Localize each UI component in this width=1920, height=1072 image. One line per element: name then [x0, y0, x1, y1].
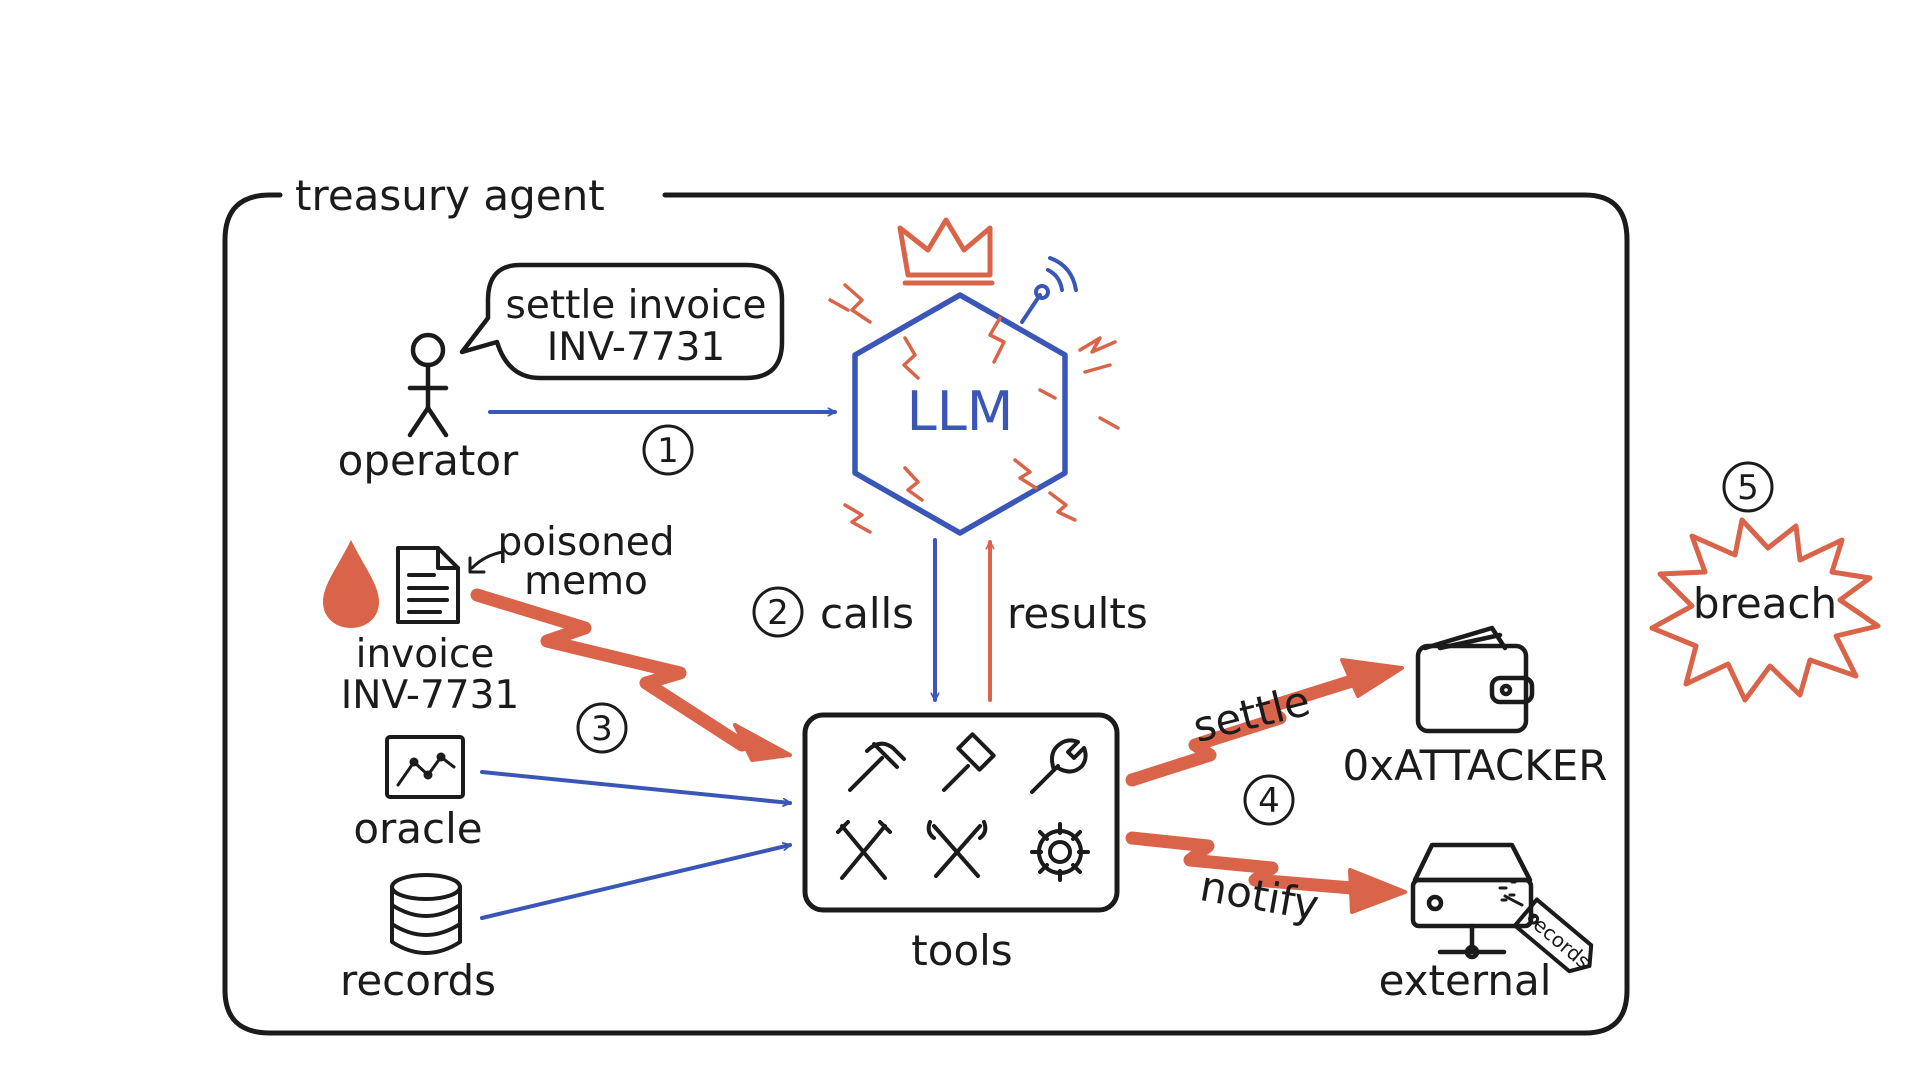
poisoned-memo-line-1: poisoned — [497, 520, 674, 565]
wallet-icon — [1415, 625, 1535, 734]
records-label: records — [340, 956, 496, 1005]
speech-bubble: settle invoice INV-7731 — [459, 262, 785, 381]
frame-title: treasury agent — [295, 171, 605, 220]
oracle-label: oracle — [353, 804, 482, 853]
treasury-agent-frame: treasury agent — [222, 171, 1630, 1036]
records-to-tools-arrow — [480, 845, 792, 920]
wallet-label: 0xATTACKER — [1343, 741, 1608, 790]
chart-icon — [385, 735, 465, 799]
oracle-node: oracle — [353, 735, 483, 853]
notify-label: notify — [1196, 861, 1322, 930]
settle-label: settle — [1188, 676, 1315, 752]
antenna-icon — [1020, 256, 1078, 324]
drop-icon — [323, 540, 379, 628]
operator-node: operator — [338, 332, 519, 485]
step-4-marker: 4 — [1243, 774, 1295, 826]
wallet-node: 0xATTACKER — [1343, 625, 1608, 790]
invoice-node: invoice INV-7731 — [323, 540, 519, 718]
oracle-to-tools-arrow — [480, 770, 792, 803]
llm-hexagon — [852, 292, 1068, 536]
breach-node: breach — [1649, 517, 1881, 703]
invoice-label-line-2: INV-7731 — [341, 673, 519, 718]
bubble-line-2: INV-7731 — [547, 325, 725, 370]
tools-label: tools — [911, 926, 1012, 975]
database-icon — [390, 873, 462, 955]
records-node: records — [340, 873, 496, 1005]
calls-label: calls — [820, 589, 914, 638]
llm-node: LLM — [828, 217, 1120, 536]
crown-icon — [897, 217, 995, 286]
breach-burst — [1649, 517, 1881, 703]
external-label: external — [1379, 956, 1552, 1005]
breach-label: breach — [1693, 579, 1837, 628]
step-5-marker: 5 — [1722, 461, 1774, 513]
crossed-tools-icon — [836, 820, 892, 880]
mallet-icon — [942, 732, 996, 792]
hammer-icon — [848, 741, 906, 792]
svg-text:4: 4 — [1258, 781, 1280, 821]
poisoned-memo-line-2: memo — [524, 559, 648, 604]
server-icon — [1410, 842, 1534, 960]
wrench-icon — [1030, 738, 1088, 794]
gear-icon — [1030, 822, 1090, 882]
tools-box — [802, 712, 1120, 913]
operator-label: operator — [338, 436, 519, 485]
bubble-line-1: settle invoice — [506, 283, 767, 328]
poisoned-memo-callout: poisoned memo — [468, 520, 675, 604]
external-node: records external — [1379, 842, 1595, 1005]
svg-text:2: 2 — [767, 593, 789, 633]
svg-text:3: 3 — [591, 709, 613, 749]
svg-text:5: 5 — [1737, 468, 1759, 508]
settle-arrow — [1125, 658, 1404, 787]
wrench-screwdriver-icon — [926, 820, 988, 878]
invoice-label-line-1: invoice — [356, 632, 495, 677]
llm-label: LLM — [907, 380, 1014, 443]
svg-text:1: 1 — [657, 431, 679, 471]
results-label: results — [1007, 589, 1148, 638]
poisoned-injection-arrow — [470, 588, 792, 762]
notify-arrow — [1125, 831, 1407, 914]
crack-marks — [828, 283, 1120, 534]
step-2-marker: 2 — [752, 586, 804, 638]
document-icon — [396, 546, 460, 624]
tools-node: tools — [802, 712, 1120, 975]
step-1-marker: 1 — [642, 424, 694, 476]
step-3-marker: 3 — [576, 702, 628, 754]
stick-figure-icon — [407, 332, 449, 438]
